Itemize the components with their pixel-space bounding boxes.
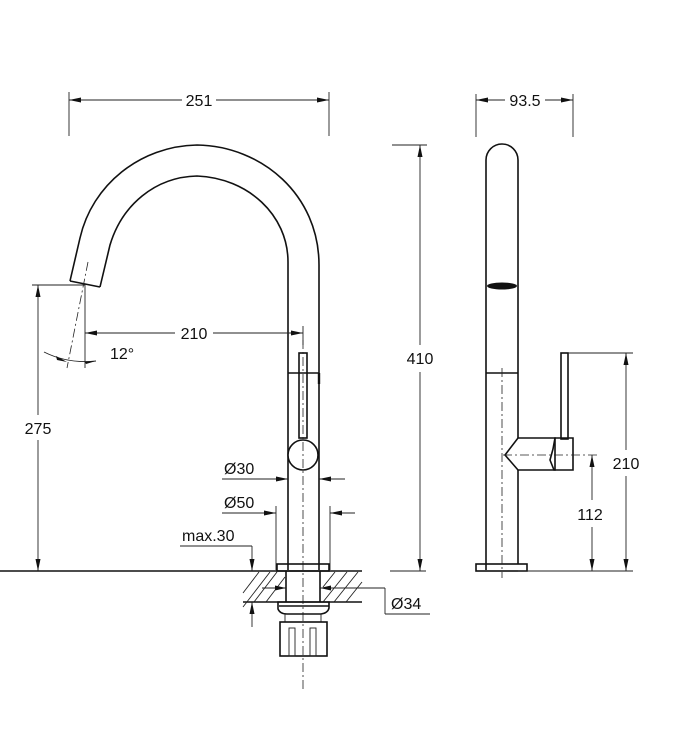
dim-lever-top-height: 210 bbox=[518, 352, 640, 572]
label-210-reach: 210 bbox=[181, 326, 208, 343]
dim-hole-diameter: Ø34 bbox=[262, 585, 430, 615]
label-251: 251 bbox=[186, 93, 213, 110]
spout bbox=[66, 144, 320, 570]
countertop-section bbox=[0, 570, 363, 608]
dim-spout-angle: 12° bbox=[43, 284, 134, 368]
side-lever bbox=[503, 352, 598, 471]
dim-max-thickness: max.30 bbox=[180, 528, 255, 627]
label-d34: Ø34 bbox=[391, 596, 421, 613]
dim-overall-width: 251 bbox=[68, 92, 330, 136]
dim-spout-height: 275 bbox=[25, 284, 85, 571]
label-d50: Ø50 bbox=[224, 495, 254, 512]
dim-lever-axis-height: 112 bbox=[577, 455, 603, 571]
dim-overall-height: 410 bbox=[390, 144, 434, 572]
label-410: 410 bbox=[407, 351, 434, 368]
side-body bbox=[475, 143, 528, 578]
shank bbox=[277, 571, 330, 657]
front-view: 251 12° 210 bbox=[0, 92, 430, 690]
label-max30: max.30 bbox=[182, 528, 235, 545]
dim-spout-reach: 210 bbox=[85, 326, 304, 345]
dim-depth: 93.5 bbox=[475, 93, 574, 137]
label-93-5: 93.5 bbox=[509, 93, 540, 110]
label-275: 275 bbox=[25, 421, 52, 438]
handle bbox=[287, 352, 321, 471]
label-210-lever: 210 bbox=[613, 456, 640, 473]
label-12deg: 12° bbox=[110, 346, 134, 363]
dim-handle-diameter: Ø30 bbox=[222, 461, 345, 482]
side-view: 93.5 112 bbox=[475, 93, 640, 578]
label-d30: Ø30 bbox=[224, 461, 254, 478]
label-112: 112 bbox=[577, 507, 603, 524]
dim-base-diameter: Ø50 bbox=[222, 495, 355, 570]
